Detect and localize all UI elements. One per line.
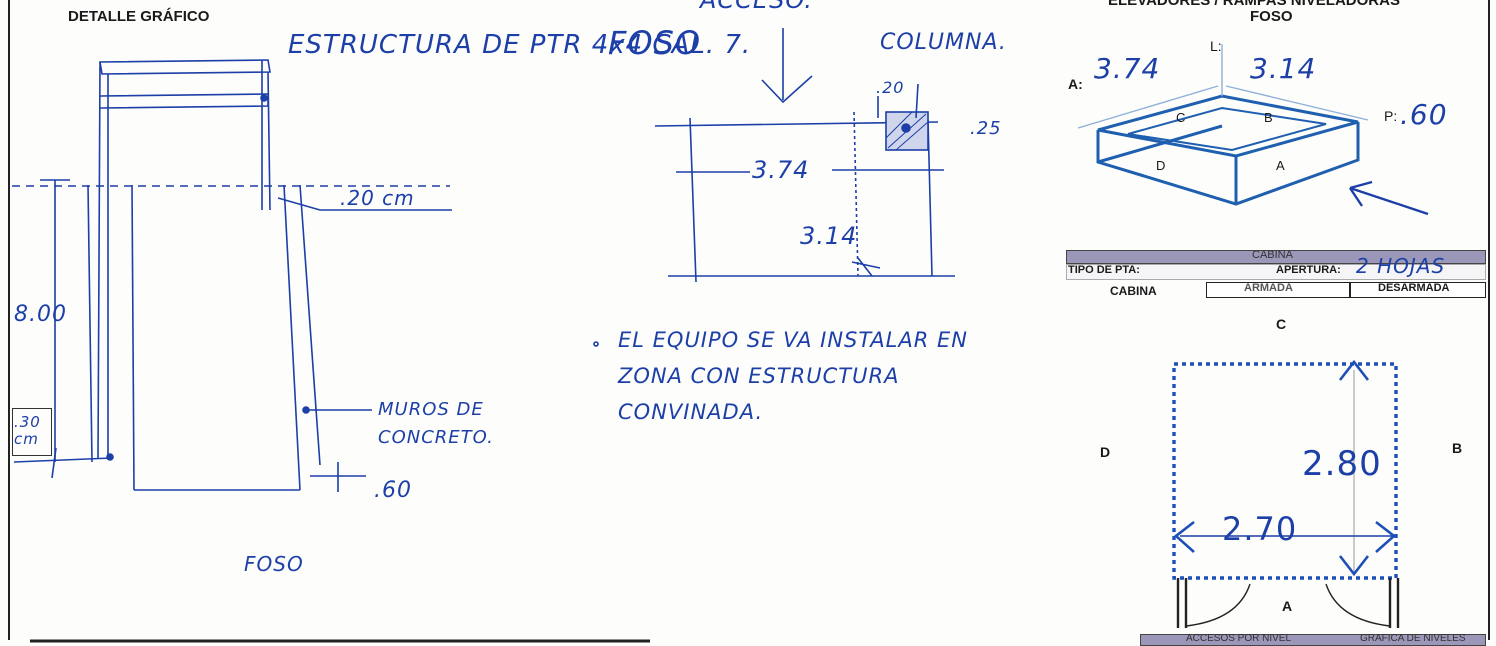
armada-label: ARMADA xyxy=(1244,282,1293,294)
armada-box xyxy=(1206,282,1350,298)
iso-dim-l xyxy=(1225,85,1369,121)
plan-column-left xyxy=(853,111,859,277)
header-title: ELEVADORES / RAMPAS NIVELADORAS xyxy=(1108,0,1400,9)
iso-l-label: L: xyxy=(1210,38,1222,54)
beam-dim: .20 cm xyxy=(340,186,415,210)
iso-face-b: B xyxy=(1264,110,1273,125)
iso-pointer-arrow xyxy=(1349,180,1429,216)
apertura-label: APERTURA: xyxy=(1276,264,1341,276)
iso-face-d: D xyxy=(1156,158,1166,173)
column-label: COLUMNA. xyxy=(880,30,1007,55)
iso-a-value: 3.74 xyxy=(1094,52,1161,85)
base-dim-box xyxy=(12,408,52,456)
iso-dim-a xyxy=(1077,85,1219,129)
tipo-row xyxy=(1066,264,1486,280)
depth-dim: .60 xyxy=(374,478,412,503)
desarmada-label: DESARMADA xyxy=(1378,282,1450,294)
footer-left-label: ACCESOS POR NIVEL xyxy=(1186,633,1292,644)
plan-left-line xyxy=(689,117,697,283)
iso-l-value: 3.14 xyxy=(1250,52,1317,85)
column-w-bracket xyxy=(877,83,919,119)
iso-face-c: C xyxy=(1176,110,1186,125)
cabin-side-b: B xyxy=(1452,440,1463,456)
plan-width-dim: 3.74 xyxy=(752,156,810,184)
column-height: .25 xyxy=(970,118,1002,139)
pit-right-wall-inner xyxy=(283,184,301,491)
tipo-pta-label: TIPO DE PTA: xyxy=(1068,264,1140,276)
plan-length-dim: 3.14 xyxy=(800,222,858,250)
cabina-band xyxy=(1066,250,1486,264)
base-dim: .30 cm xyxy=(14,413,41,448)
note-bullet xyxy=(593,341,599,347)
access-label: ACCESO. xyxy=(700,0,813,14)
desarmada-box xyxy=(1350,282,1486,298)
pit-left-wall-inner xyxy=(131,184,135,491)
pit-right-wall-outer xyxy=(299,184,321,466)
frame-right-inner xyxy=(267,71,271,211)
apertura-value: 2 HOJAS xyxy=(1356,254,1446,278)
dim-depth-tick xyxy=(310,462,366,492)
detail-title: DETALLE GRÁFICO xyxy=(68,8,210,25)
header-subtitle: FOSO xyxy=(1250,8,1293,25)
cabin-side-c: C xyxy=(1276,316,1287,332)
frame-top xyxy=(99,59,271,75)
iso-p-label: P: xyxy=(1384,108,1398,124)
cabin-width-dim: 2.70 xyxy=(1222,510,1298,548)
length-dim-tick xyxy=(851,257,881,277)
height-dim: 8.00 xyxy=(14,302,67,327)
iso-face-a: A xyxy=(1276,158,1285,173)
walls-note: MUROS DE CONCRETO. xyxy=(378,399,494,448)
dim-beam-leader xyxy=(277,197,452,211)
iso-a-label: A: xyxy=(1068,76,1083,92)
cabina-band-label: CABINA xyxy=(1252,249,1293,261)
cabin-plan xyxy=(1172,359,1400,628)
footer-right-label: GRAFICA DE NIVELES xyxy=(1360,633,1466,644)
cabin-side-a: A xyxy=(1282,598,1293,614)
pit-left-wall-outer xyxy=(87,184,93,463)
section-caption: FOSO xyxy=(244,552,304,576)
cabin-side-d: D xyxy=(1100,444,1111,460)
width-dim-line xyxy=(676,169,944,173)
tipo-pta-value: CABINA xyxy=(1110,284,1157,298)
sheet-border xyxy=(8,0,1490,640)
dim-base-line xyxy=(13,457,113,463)
frame-crossbar xyxy=(99,93,269,109)
access-arrow xyxy=(761,28,813,104)
column-width: .20 xyxy=(876,78,905,97)
frame-left-post xyxy=(97,61,101,459)
cabin-depth-dim: 2.80 xyxy=(1302,444,1382,484)
iso-p-value: .60 xyxy=(1400,98,1448,131)
iso-pit xyxy=(1096,94,1360,206)
dim-base-tick xyxy=(51,447,57,479)
structure-note: ESTRUCTURA DE PTR 4x4 CAL. 7. xyxy=(288,30,752,60)
plan-title: FOSO xyxy=(608,24,702,62)
plan-note: EL EQUIPO SE VA INSTALAR EN ZONA CON EST… xyxy=(618,328,968,424)
